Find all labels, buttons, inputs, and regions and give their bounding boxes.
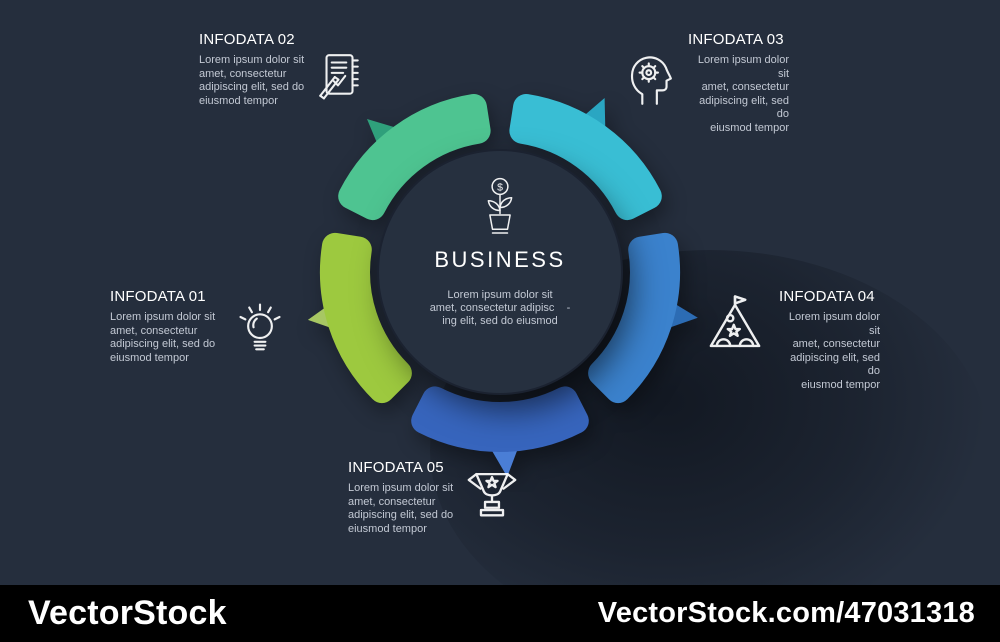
trophy-icon (464, 466, 520, 524)
center-title: BUSINESS (434, 247, 566, 272)
center-circle (377, 149, 623, 395)
infodata-01-title: INFODATA 01 (110, 288, 206, 305)
segment-04-band (588, 232, 680, 404)
vectorstock-url-text: VectorStock.com/47031318 (597, 597, 975, 629)
head-gear-icon (626, 50, 678, 106)
notepad-pen-icon (314, 50, 364, 102)
mountain-flag-icon (706, 292, 764, 354)
infodata-05-title: INFODATA 05 (348, 459, 444, 476)
segment-05-band (411, 386, 589, 452)
business-cycle-wheel (307, 94, 698, 477)
center-content: $ BUSINESS Lorem ipsum dolor sit amet, c… (388, 176, 612, 328)
infodata-02-title: INFODATA 02 (199, 31, 295, 48)
vectorstock-logo-text: VectorStock (28, 594, 227, 632)
segment-01-band (320, 232, 412, 404)
segment-02-band (338, 94, 491, 221)
infodata-04-title: INFODATA 04 (779, 288, 875, 305)
segment-03-band (509, 94, 662, 221)
center-body-line: amet, consectetur adipisc - (429, 302, 571, 314)
center-body-line: ing elit, sed do eiusmod (442, 315, 558, 327)
svg-text:$: $ (497, 181, 503, 193)
money-plant-icon: $ (487, 177, 513, 234)
center-body: Lorem ipsum dolor sit amet, consectetur … (430, 289, 571, 328)
center-body-line: Lorem ipsum dolor sit (447, 289, 553, 301)
lightbulb-icon (234, 296, 286, 352)
watermark-bar: VectorStock VectorStock.com/47031318 (0, 585, 1000, 642)
infodata-03-title: INFODATA 03 (688, 31, 784, 48)
